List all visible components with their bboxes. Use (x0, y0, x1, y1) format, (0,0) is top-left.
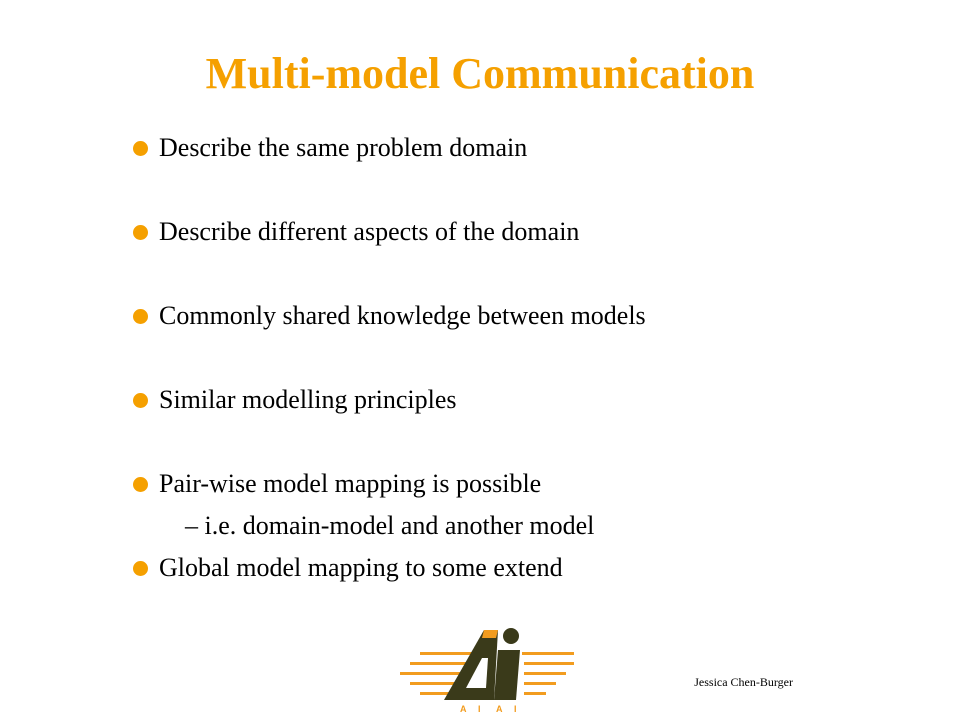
bullet-dot-icon (133, 560, 148, 576)
bullet-item: Commonly shared knowledge between models (133, 296, 646, 336)
logo-letter: A (496, 704, 503, 714)
author-label: Jessica Chen-Burger (694, 675, 793, 689)
bullet-dot-icon (133, 140, 148, 156)
bullet-text: Global model mapping to some extend (159, 553, 563, 582)
bullet-item: Pair-wise model mapping is possible (133, 464, 541, 504)
bullet-item: Describe the same problem domain (133, 128, 527, 168)
logo-letter: A (460, 704, 467, 714)
bullet-item: Describe different aspects of the domain (133, 212, 579, 252)
bullet-dot-icon (133, 308, 148, 324)
aiai-logo-icon: A I A I (400, 628, 574, 714)
bullet-text: Describe different aspects of the domain (159, 217, 580, 246)
bullet-text: Describe the same problem domain (159, 133, 528, 162)
sub-bullet-item: – i.e. domain-model and another model (185, 506, 594, 546)
bullet-text: Commonly shared knowledge between models (159, 301, 646, 330)
logo-letter: I (514, 704, 517, 714)
sub-bullet-text: – i.e. domain-model and another model (185, 511, 595, 540)
logo-letter: I (478, 704, 481, 714)
bullet-item: Similar modelling principles (133, 380, 457, 420)
bullet-text: Pair-wise model mapping is possible (159, 469, 542, 498)
bullet-dot-icon (133, 392, 148, 408)
bullet-dot-icon (133, 224, 148, 240)
bullet-dot-icon (133, 476, 148, 492)
bullet-item: Global model mapping to some extend (133, 548, 563, 588)
slide-title: Multi-model Communication (205, 49, 755, 98)
bullet-text: Similar modelling principles (159, 385, 457, 414)
